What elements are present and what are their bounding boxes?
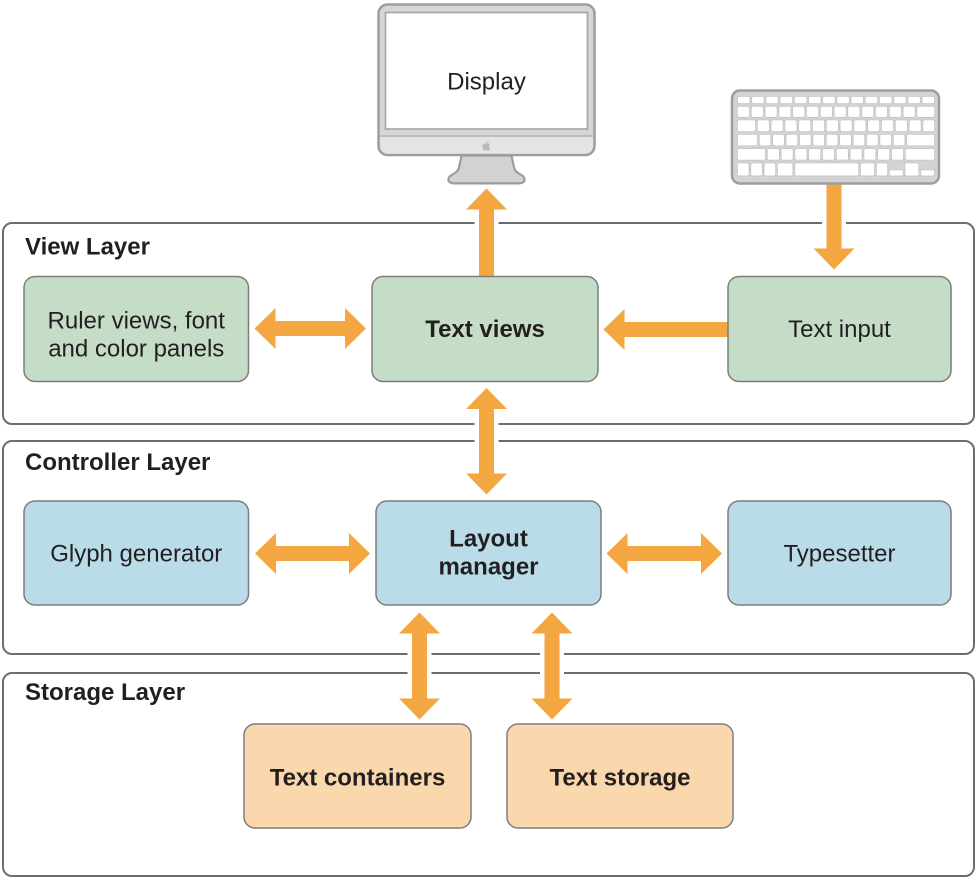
svg-text:View Layer: View Layer bbox=[25, 234, 150, 261]
svg-text:Text input: Text input bbox=[788, 316, 891, 343]
svg-text:Text containers: Text containers bbox=[270, 765, 446, 792]
svg-text:Display: Display bbox=[447, 69, 526, 96]
svg-text:Storage Layer: Storage Layer bbox=[25, 679, 185, 706]
svg-text:Ruler views, font: Ruler views, font bbox=[48, 308, 226, 335]
svg-text:Text storage: Text storage bbox=[550, 765, 691, 792]
svg-text:Controller Layer: Controller Layer bbox=[25, 449, 210, 476]
svg-text:Glyph generator: Glyph generator bbox=[50, 541, 222, 568]
svg-text:manager: manager bbox=[438, 554, 538, 581]
svg-text:Layout: Layout bbox=[449, 526, 528, 553]
svg-text:and color panels: and color panels bbox=[48, 336, 224, 363]
svg-text:Typesetter: Typesetter bbox=[783, 541, 895, 568]
svg-text:Text views: Text views bbox=[425, 316, 545, 343]
